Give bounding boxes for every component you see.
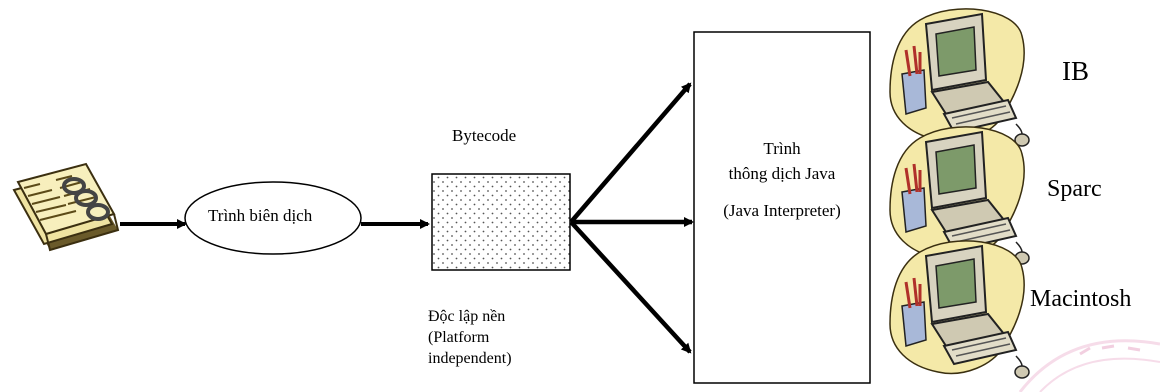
- computer-icon: [889, 240, 1030, 379]
- interpreter-label-gap: [696, 186, 868, 198]
- machine-label-ib: IB: [1062, 56, 1089, 86]
- machine-label-macintosh: Macintosh: [1030, 286, 1132, 312]
- bytecode-label: Bytecode: [452, 126, 517, 145]
- platform-independent-note: Độc lập nền (Platform independent): [428, 306, 512, 369]
- notebook-binder-icon: [12, 162, 120, 252]
- interpreter-label-line1: Trình: [763, 139, 801, 158]
- computer-icon: [889, 126, 1030, 265]
- bytecode-box: [431, 173, 571, 271]
- interpreter-label-line2: thông dịch Java: [728, 164, 836, 183]
- computer-icon: [889, 8, 1030, 147]
- watermark-stamp: [1018, 339, 1160, 392]
- platform-note-line: independent): [428, 350, 512, 367]
- interpreter-label: Trình thông dịch Java (Java Interpreter): [696, 136, 868, 223]
- platform-note-line: (Platform: [428, 329, 490, 346]
- compiler-label: Trình biên dịch: [208, 206, 313, 225]
- interpreter-label-line3: (Java Interpreter): [723, 201, 841, 220]
- compiler-ellipse: [184, 181, 362, 255]
- arrow-to-interpreter-bottom: [569, 220, 692, 354]
- interpreter-box: [693, 31, 871, 384]
- arrow-to-interpreter-top: [569, 82, 692, 224]
- machine-label-sparc: Sparc: [1047, 176, 1102, 202]
- platform-note-line: Độc lập nền: [428, 308, 506, 325]
